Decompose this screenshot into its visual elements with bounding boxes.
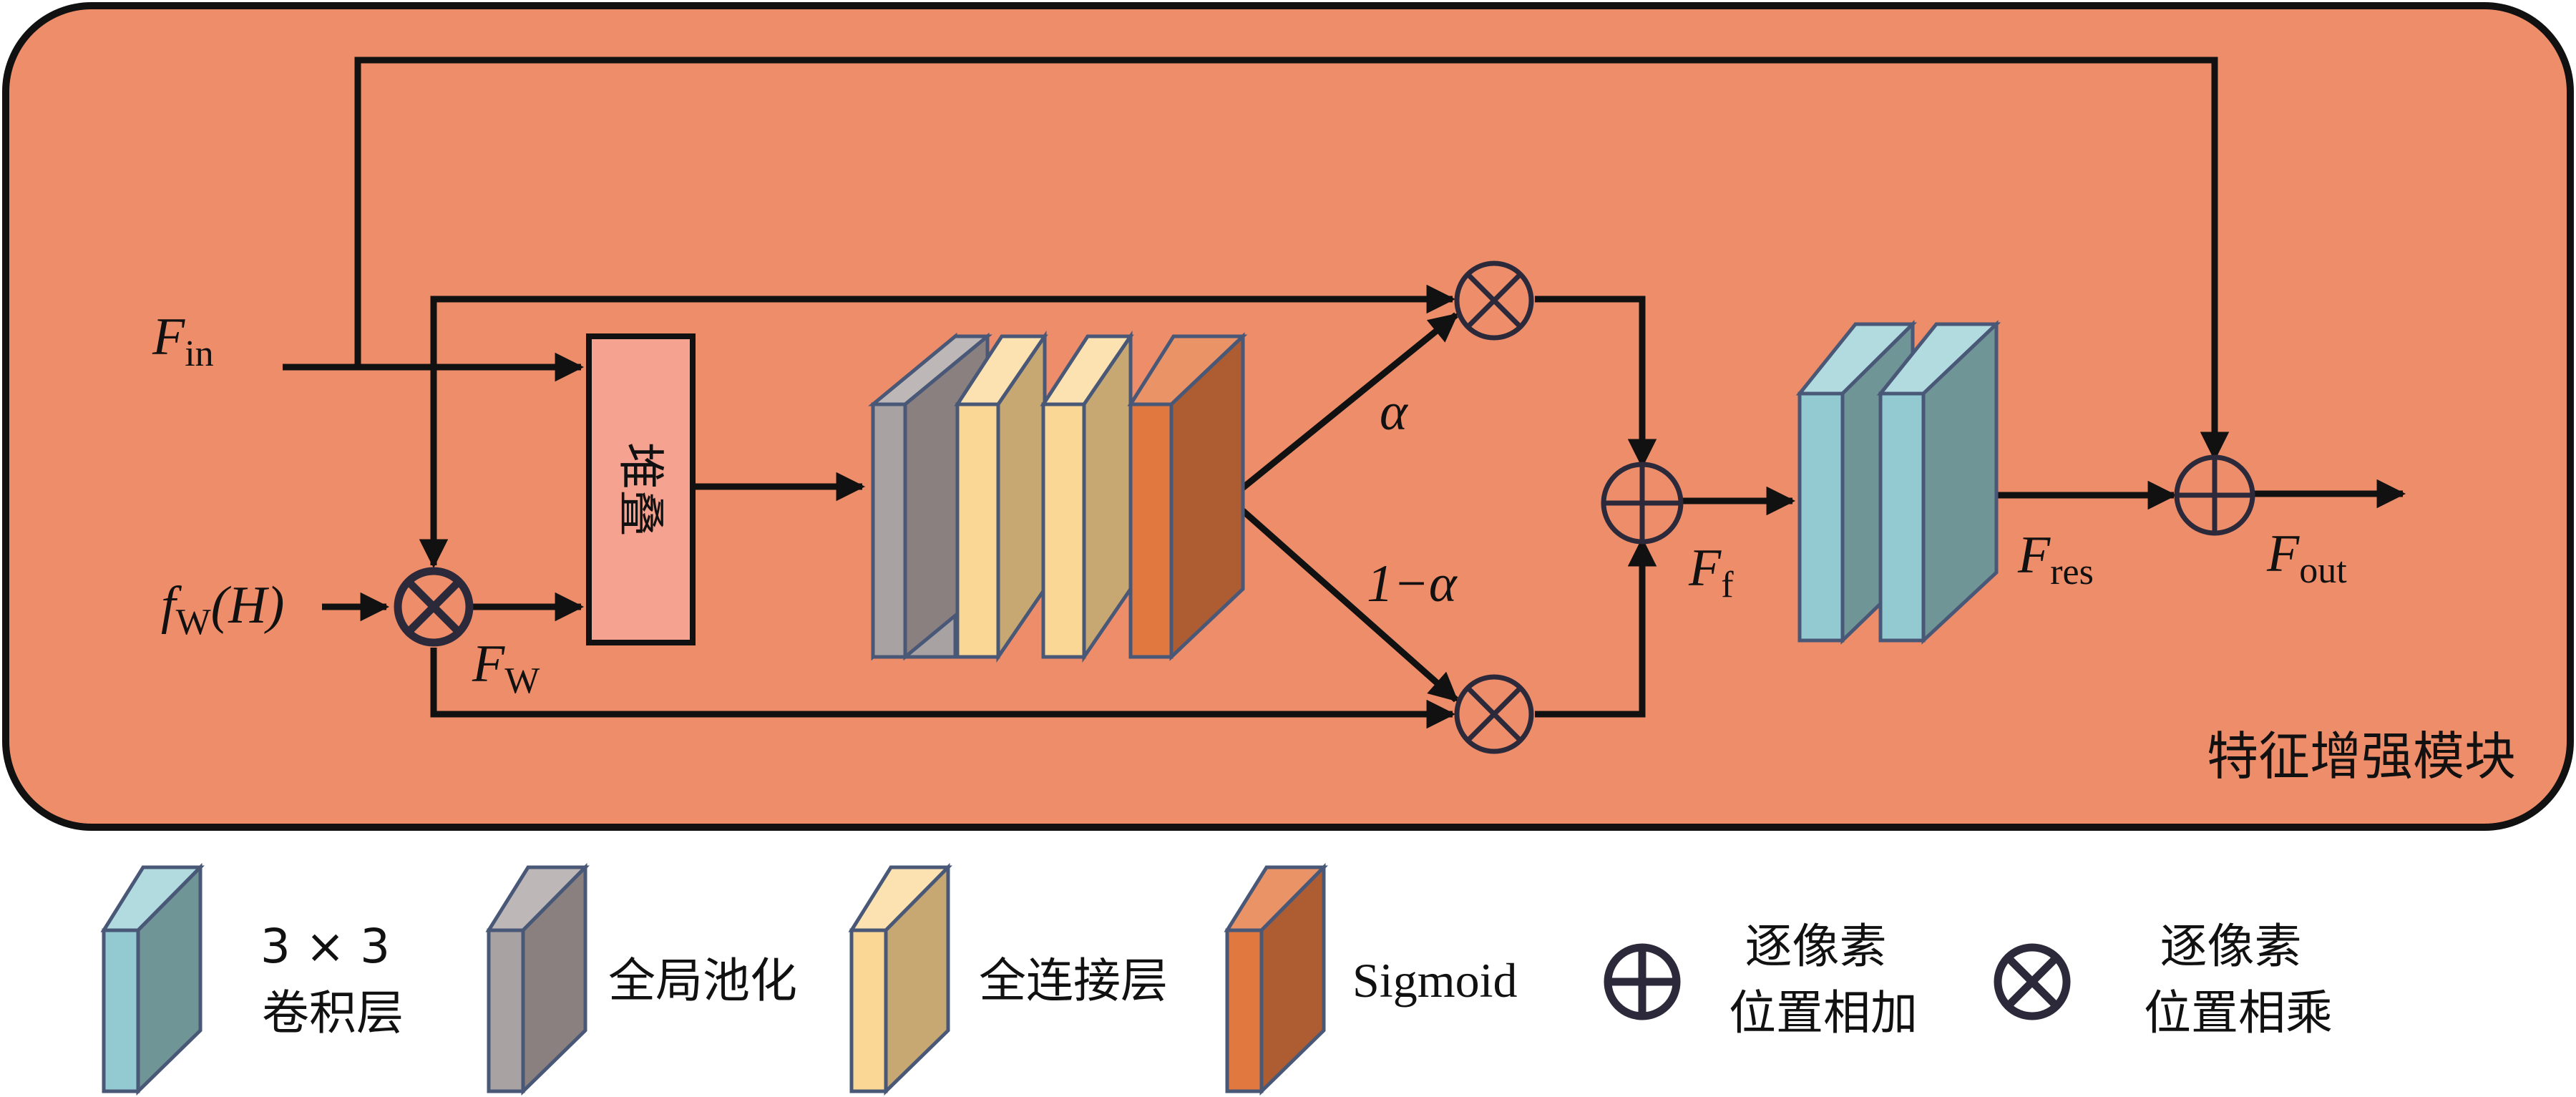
legend-fc-swatch	[848, 862, 952, 1096]
lower-branch-arrow	[430, 648, 1456, 729]
left-multiply-operator	[394, 567, 474, 647]
stack-label: 堆叠	[613, 442, 668, 537]
fc-layer-block-2	[1040, 330, 1134, 663]
legend-add-label: 逐像素 位置相加	[1729, 919, 1918, 1040]
label-f-out: Fout	[2266, 525, 2347, 591]
alpha-branch-arrow	[1227, 312, 1459, 502]
middle-add-operator	[1601, 462, 1684, 545]
output-add-operator	[2174, 454, 2255, 536]
one-minus-alpha-branch-arrow	[1227, 496, 1459, 703]
label-f-res: Fres	[2017, 526, 2094, 593]
label-one-minus-alpha: 1−α	[1367, 555, 1458, 613]
label-f-in: Fin	[152, 308, 214, 374]
stack-box	[586, 333, 696, 645]
legend-conv-swatch	[100, 862, 205, 1096]
top-multiply-operator	[1454, 260, 1534, 341]
bottom-mul-to-add-arrow	[1535, 537, 1657, 718]
legend-mul-icon	[1994, 943, 2071, 1020]
label-f-f: Ff	[1688, 539, 1734, 605]
legend-mul-label: 逐像素 位置相乘	[2144, 919, 2333, 1040]
label-alpha: α	[1380, 383, 1409, 442]
legend-sigmoid-label: Sigmoid	[1352, 953, 1518, 1008]
bottom-multiply-operator	[1454, 674, 1534, 754]
top-mul-to-add-arrow	[1535, 296, 1657, 469]
fc-layer-block-1	[954, 330, 1048, 663]
module-background	[2, 2, 2574, 831]
legend-pool-swatch	[485, 862, 590, 1096]
skip-connection-arrow	[354, 57, 2230, 462]
legend-add-icon	[1604, 943, 1681, 1020]
legend-fc-label: 全连接层	[979, 953, 1168, 1008]
conv-layer-block-2	[1876, 320, 2001, 645]
module-title: 特征增强模块	[2207, 726, 2516, 786]
label-f-w: FW	[472, 635, 540, 701]
legend: 3 × 3 卷积层 全局池化 全连接层 Sigmoid	[100, 862, 2333, 1096]
legend-pool-label: 全局池化	[608, 953, 797, 1008]
legend-conv-label: 3 × 3 卷积层	[260, 919, 405, 1040]
legend-sigmoid-swatch	[1224, 862, 1328, 1096]
sigmoid-layer-block	[1127, 332, 1248, 661]
